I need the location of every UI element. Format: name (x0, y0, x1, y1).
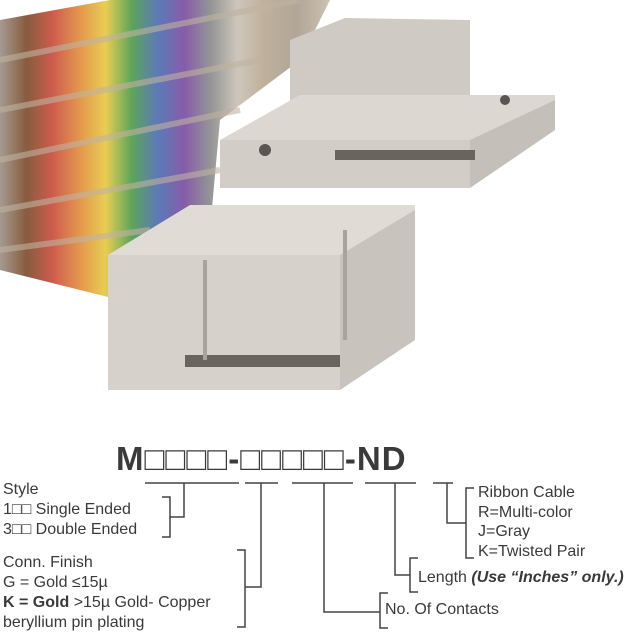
contacts-label: No. Of Contacts (385, 601, 499, 618)
finish-label: Conn. Finish (3, 554, 93, 571)
style-option-double: 3□□ Double Ended (3, 521, 138, 538)
ribbon-cable (0, 0, 330, 300)
ribbon-option-k: K=Twisted Pair (478, 543, 586, 560)
length-label: Length (Use “Inches” only.) (418, 569, 624, 587)
callout-lines (145, 482, 474, 629)
connector-top (220, 18, 555, 188)
length-note: (Use “Inches” only.) (471, 569, 624, 586)
style-label: Style (3, 481, 39, 498)
part-number-template: M□□□□-□□□□□-ND (116, 440, 407, 477)
ribbon-option-j: J=Gray (478, 523, 531, 540)
finish-option-k: K = Gold >15µ Gold- Copper (3, 594, 211, 612)
length-text: Length (418, 569, 467, 586)
ribbon-label: Ribbon Cable (478, 484, 575, 501)
finish-option-g: G = Gold ≤15µ (3, 574, 108, 591)
style-option-single: 1□□ Single Ended (3, 501, 131, 518)
finish-option-k-desc: >15µ Gold- Copper (73, 594, 211, 611)
finish-option-k-code: K = Gold (3, 594, 70, 611)
finish-option-k-line2: beryllium pin plating (3, 614, 145, 631)
connector-bottom (108, 205, 415, 390)
ribbon-option-r: R=Multi-color (478, 504, 573, 521)
